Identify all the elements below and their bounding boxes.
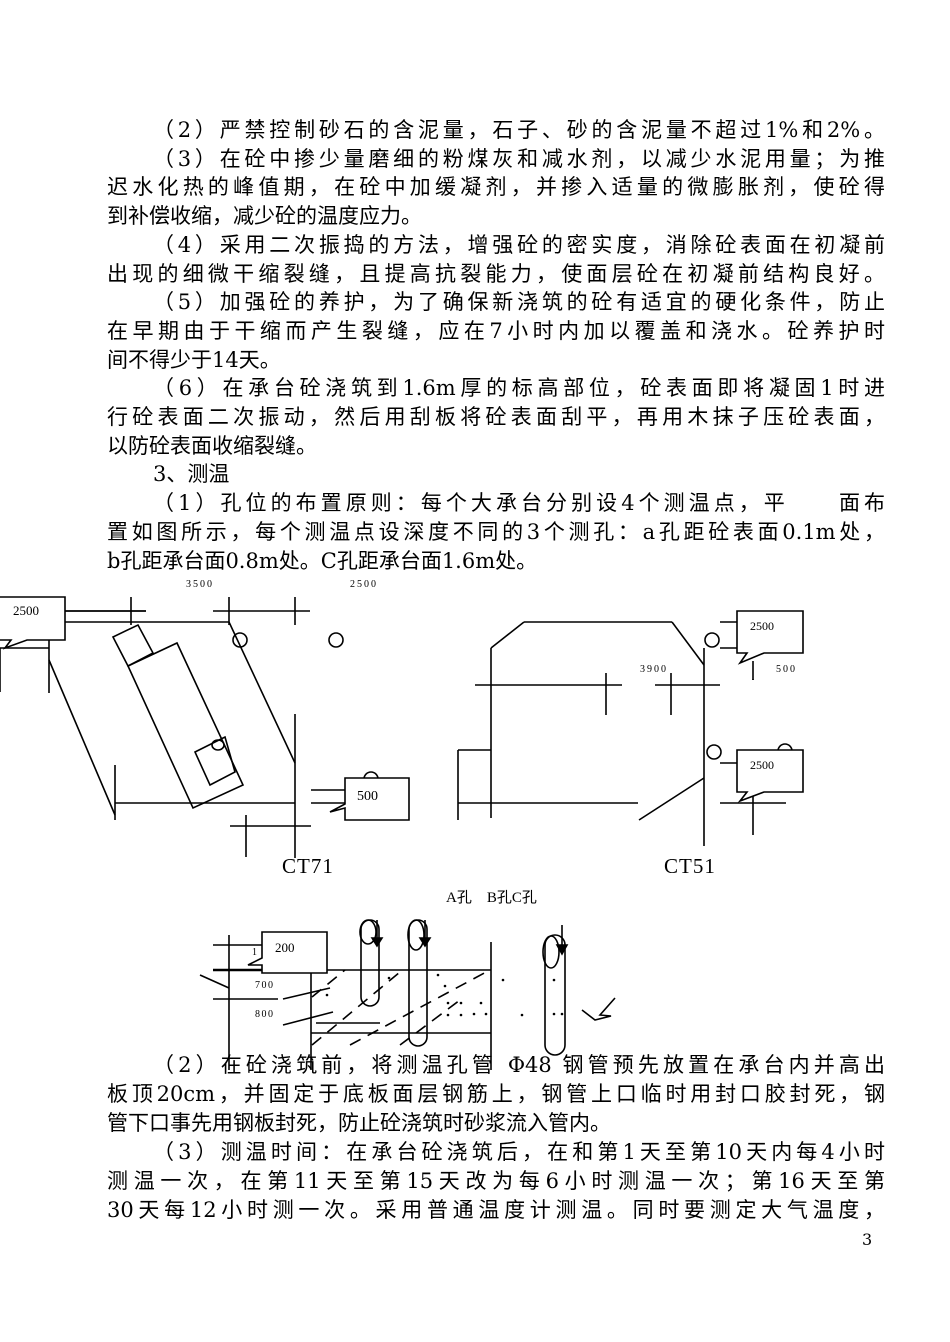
text-line: 3、测温 <box>153 462 230 487</box>
callout-2500: 2500 <box>13 603 39 618</box>
text-line: （6）在承台砼浇筑到1.6m厚的标高部位，砼表面即将凝固1时进 <box>153 376 885 401</box>
text-line: b孔距承台面0.8m处。C孔距承台面1.6m处。 <box>107 548 538 573</box>
section-diagram <box>199 919 616 1070</box>
text-line: 管下口事先用钢板封死，防止砼浇筑时砂浆流入管内。 <box>107 1111 611 1135</box>
text-line: 在早期由于干缩而产生裂缝，应在7小时内加以覆盖和浇水。砼养护时 <box>107 318 885 343</box>
text-line: 间不得少于14天。 <box>107 347 281 372</box>
text-line: 置如图所示，每个测温点设深度不同的3个测孔：a孔距砼表面0.1m处， <box>107 519 885 544</box>
dim-2500: 2500 <box>350 579 378 590</box>
callout-500: 500 <box>357 789 378 804</box>
text-line: 测温一次，在第11天至第15天改为每6小时测温一次；第16天至第 <box>107 1169 885 1193</box>
dim-700: 700 <box>255 980 275 991</box>
concrete-dots <box>325 973 564 1017</box>
text-line: 板顶20cm，并固定于底板面层钢筋上，钢管上口临时用封口胶封死，钢 <box>107 1082 885 1106</box>
text-line: 出现的细微干缩裂缝，且提高抗裂能力，使面层砼在初凝前结构良好。 <box>107 261 885 286</box>
ct71-label: CT71 <box>282 854 334 878</box>
text-line: （3）在砼中掺少量磨细的粉煤灰和减水剂，以减少水泥用量；为推 <box>153 146 885 171</box>
text-line: 行砼表面二次振动，然后用刮板将砼表面刮平，再用木抹子压砼表面， <box>107 405 885 429</box>
page-number: 3 <box>862 1230 873 1249</box>
callout-200: 200 <box>275 940 295 955</box>
text-line: （4）采用二次振捣的方法，增强砼的密实度，消除砼表面在初凝前 <box>153 232 885 257</box>
text-line: （2）严禁控制砂石的含泥量，石子、砂的含泥量不超过1%和2%。 <box>153 118 885 142</box>
text-line: 以防砼表面收缩裂缝。 <box>107 433 317 458</box>
text-line: 迟水化热的峰值期，在砼中加缓凝剂，并掺入适量的微膨胀剂，使砼得 <box>107 175 885 200</box>
dim-partial: 1 <box>252 947 257 958</box>
dim-3900: 3900 <box>640 664 668 675</box>
text-line: （3）测温时间：在承台砼浇筑后，在和第1天至第10天内每4小时 <box>153 1140 885 1164</box>
text-line: 30天每12小时测一次。采用普通温度计测温。同时要测定大气温度， <box>107 1198 885 1222</box>
dim-800: 800 <box>255 1009 275 1020</box>
callout-2500-lower: 2500 <box>750 758 774 772</box>
hole-labels: A孔 B孔C孔 <box>446 889 537 906</box>
text-line: （2）在砼浇筑前，将测温孔管 Φ48 钢管预先放置在承台内并高出 <box>153 1053 885 1077</box>
dim-500: 500 <box>776 664 797 675</box>
callout-2500-upper: 2500 <box>750 619 774 633</box>
text-line: （5）加强砼的养护，为了确保新浇筑的砼有适宜的硬化条件，防止 <box>153 290 885 315</box>
ct71-plan <box>0 596 410 858</box>
text-line: （1）孔位的布置原则：每个大承台分别设4个测温点，平 面布 <box>153 491 885 516</box>
dim-3500: 3500 <box>186 579 214 590</box>
ct51-label: CT51 <box>664 854 716 878</box>
ct51-plan <box>457 610 804 846</box>
text-line: 到补偿收缩，减少砼的温度应力。 <box>107 204 422 229</box>
